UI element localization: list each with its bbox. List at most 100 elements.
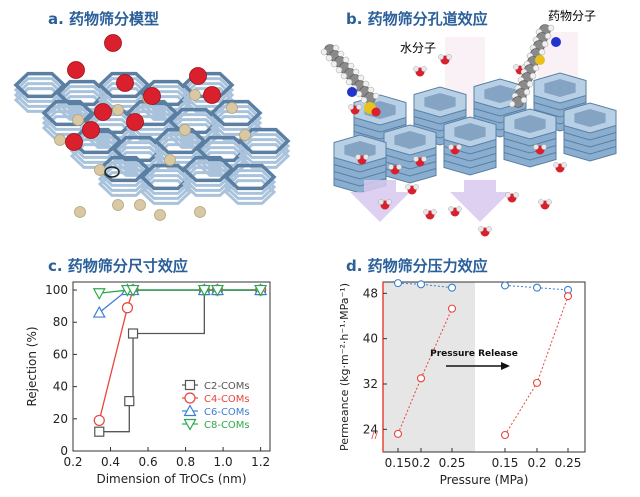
pore-opening — [454, 123, 486, 141]
framework-ring — [181, 155, 235, 183]
drug-molecule-sphere — [104, 34, 122, 52]
hydrogen-atom — [413, 66, 419, 72]
x-tick-label: 0.2 — [63, 455, 82, 469]
hydrogen-atom — [356, 104, 362, 110]
hydrogen-atom — [505, 192, 511, 198]
hydrogen-atom — [538, 48, 546, 56]
framework-ring — [209, 105, 263, 131]
hydrogen-atom — [448, 206, 454, 212]
framework-ring — [111, 135, 165, 163]
hydrogen-atom — [320, 48, 328, 56]
data-point — [197, 284, 211, 297]
hydrogen-atom — [405, 184, 411, 190]
pore-opening — [424, 93, 456, 111]
legend-entry: C2-COMs — [182, 379, 250, 392]
x-tick-label: 0.4 — [101, 455, 120, 469]
small-molecule-sphere — [112, 199, 124, 211]
y-tick-label: 80 — [53, 315, 68, 329]
framework-ring — [167, 107, 221, 135]
hydrogen-atom — [362, 80, 370, 88]
hydrogen-atom — [456, 206, 462, 212]
framework-ring — [153, 133, 207, 159]
water-molecule — [538, 199, 552, 210]
panel-b-title: b. 药物筛分孔道效应 — [346, 10, 488, 28]
hydrogen-atom — [413, 184, 419, 190]
framework-ring — [237, 138, 291, 164]
hydrogen-atom — [363, 154, 369, 160]
pore-opening — [574, 109, 606, 127]
panel-d-title: d. 药物筛分压力效应 — [346, 257, 488, 275]
hydrogen-atom — [367, 86, 375, 94]
water-molecule — [533, 144, 547, 155]
framework-ring — [97, 166, 151, 192]
label-water-molecule: 水分子 — [400, 41, 436, 55]
data-point — [126, 284, 140, 297]
hydrogen-atom — [388, 164, 394, 170]
hydrogen-atom — [352, 68, 360, 76]
data-point — [93, 414, 105, 427]
hydrogen-atom — [340, 72, 348, 80]
small-molecule-sphere — [179, 124, 191, 136]
data-point — [183, 418, 197, 431]
framework-ring — [209, 99, 263, 127]
y-tick-label: 100 — [45, 283, 68, 297]
y-tick-label: 48 — [363, 286, 378, 300]
hydrogen-atom — [547, 24, 555, 32]
water-molecule — [378, 199, 392, 210]
data-point — [393, 429, 403, 438]
x-tick-label: 0.8 — [176, 455, 195, 469]
y-tick-label: 40 — [363, 332, 378, 346]
hydrogen-atom — [345, 78, 353, 86]
hydrogen-atom — [413, 156, 419, 162]
drug-molecule-sphere — [82, 121, 100, 139]
small-molecule-sphere — [134, 199, 146, 211]
framework-ring — [167, 113, 221, 139]
hydrogen-atom — [541, 40, 549, 48]
data-point — [254, 284, 268, 297]
small-molecule-sphere — [194, 206, 206, 218]
y-tick-label: 32 — [363, 377, 378, 391]
drug-molecule-sphere — [143, 87, 161, 105]
x-tick-label: 0.2 — [411, 456, 430, 470]
water-molecule — [413, 156, 427, 167]
hydrogen-atom — [396, 164, 402, 170]
hydrogen-atom — [355, 154, 361, 160]
hydrogen-atom — [421, 156, 427, 162]
water-molecule — [448, 206, 462, 217]
framework-ring — [139, 174, 193, 200]
y-tick-label: 20 — [53, 412, 68, 426]
hydrogen-atom — [372, 92, 380, 100]
hydrogen-atom — [337, 50, 345, 58]
hydrogen-atom — [532, 64, 540, 72]
data-point — [94, 426, 105, 437]
hydrogen-atom — [348, 104, 354, 110]
framework-ring — [13, 71, 67, 99]
hydrogen-atom — [421, 66, 427, 72]
oxygen-atom — [371, 107, 381, 117]
legend-entry: C8-COMs — [182, 418, 250, 431]
small-molecule-sphere — [112, 104, 124, 116]
water-molecule — [355, 154, 369, 165]
post-release-area — [475, 282, 585, 452]
pressure-segment-2 — [500, 281, 573, 440]
data-point — [121, 302, 134, 314]
nitrogen-atom — [551, 37, 561, 47]
y-axis-label: Permeance (kg·m⁻²·h⁻¹·MPa⁻¹) — [338, 283, 351, 451]
hydrogen-atom — [523, 88, 531, 96]
y-tick-label: 0 — [60, 444, 68, 458]
framework-ring — [125, 99, 179, 127]
framework-ring — [237, 143, 291, 169]
small-molecule-sphere — [189, 89, 201, 101]
hydrogen-atom — [423, 209, 429, 215]
water-molecule — [348, 104, 362, 115]
framework-ring — [223, 169, 277, 195]
nitrogen-atom — [347, 87, 357, 97]
hydrogen-atom — [335, 66, 343, 74]
water-molecule — [413, 66, 427, 77]
drug-molecule-sphere — [203, 86, 221, 104]
x-tick-label: 0.6 — [139, 455, 158, 469]
hydrogen-atom — [438, 54, 444, 60]
framework-ring — [55, 79, 109, 107]
legend-label: C2-COMs — [204, 381, 250, 392]
